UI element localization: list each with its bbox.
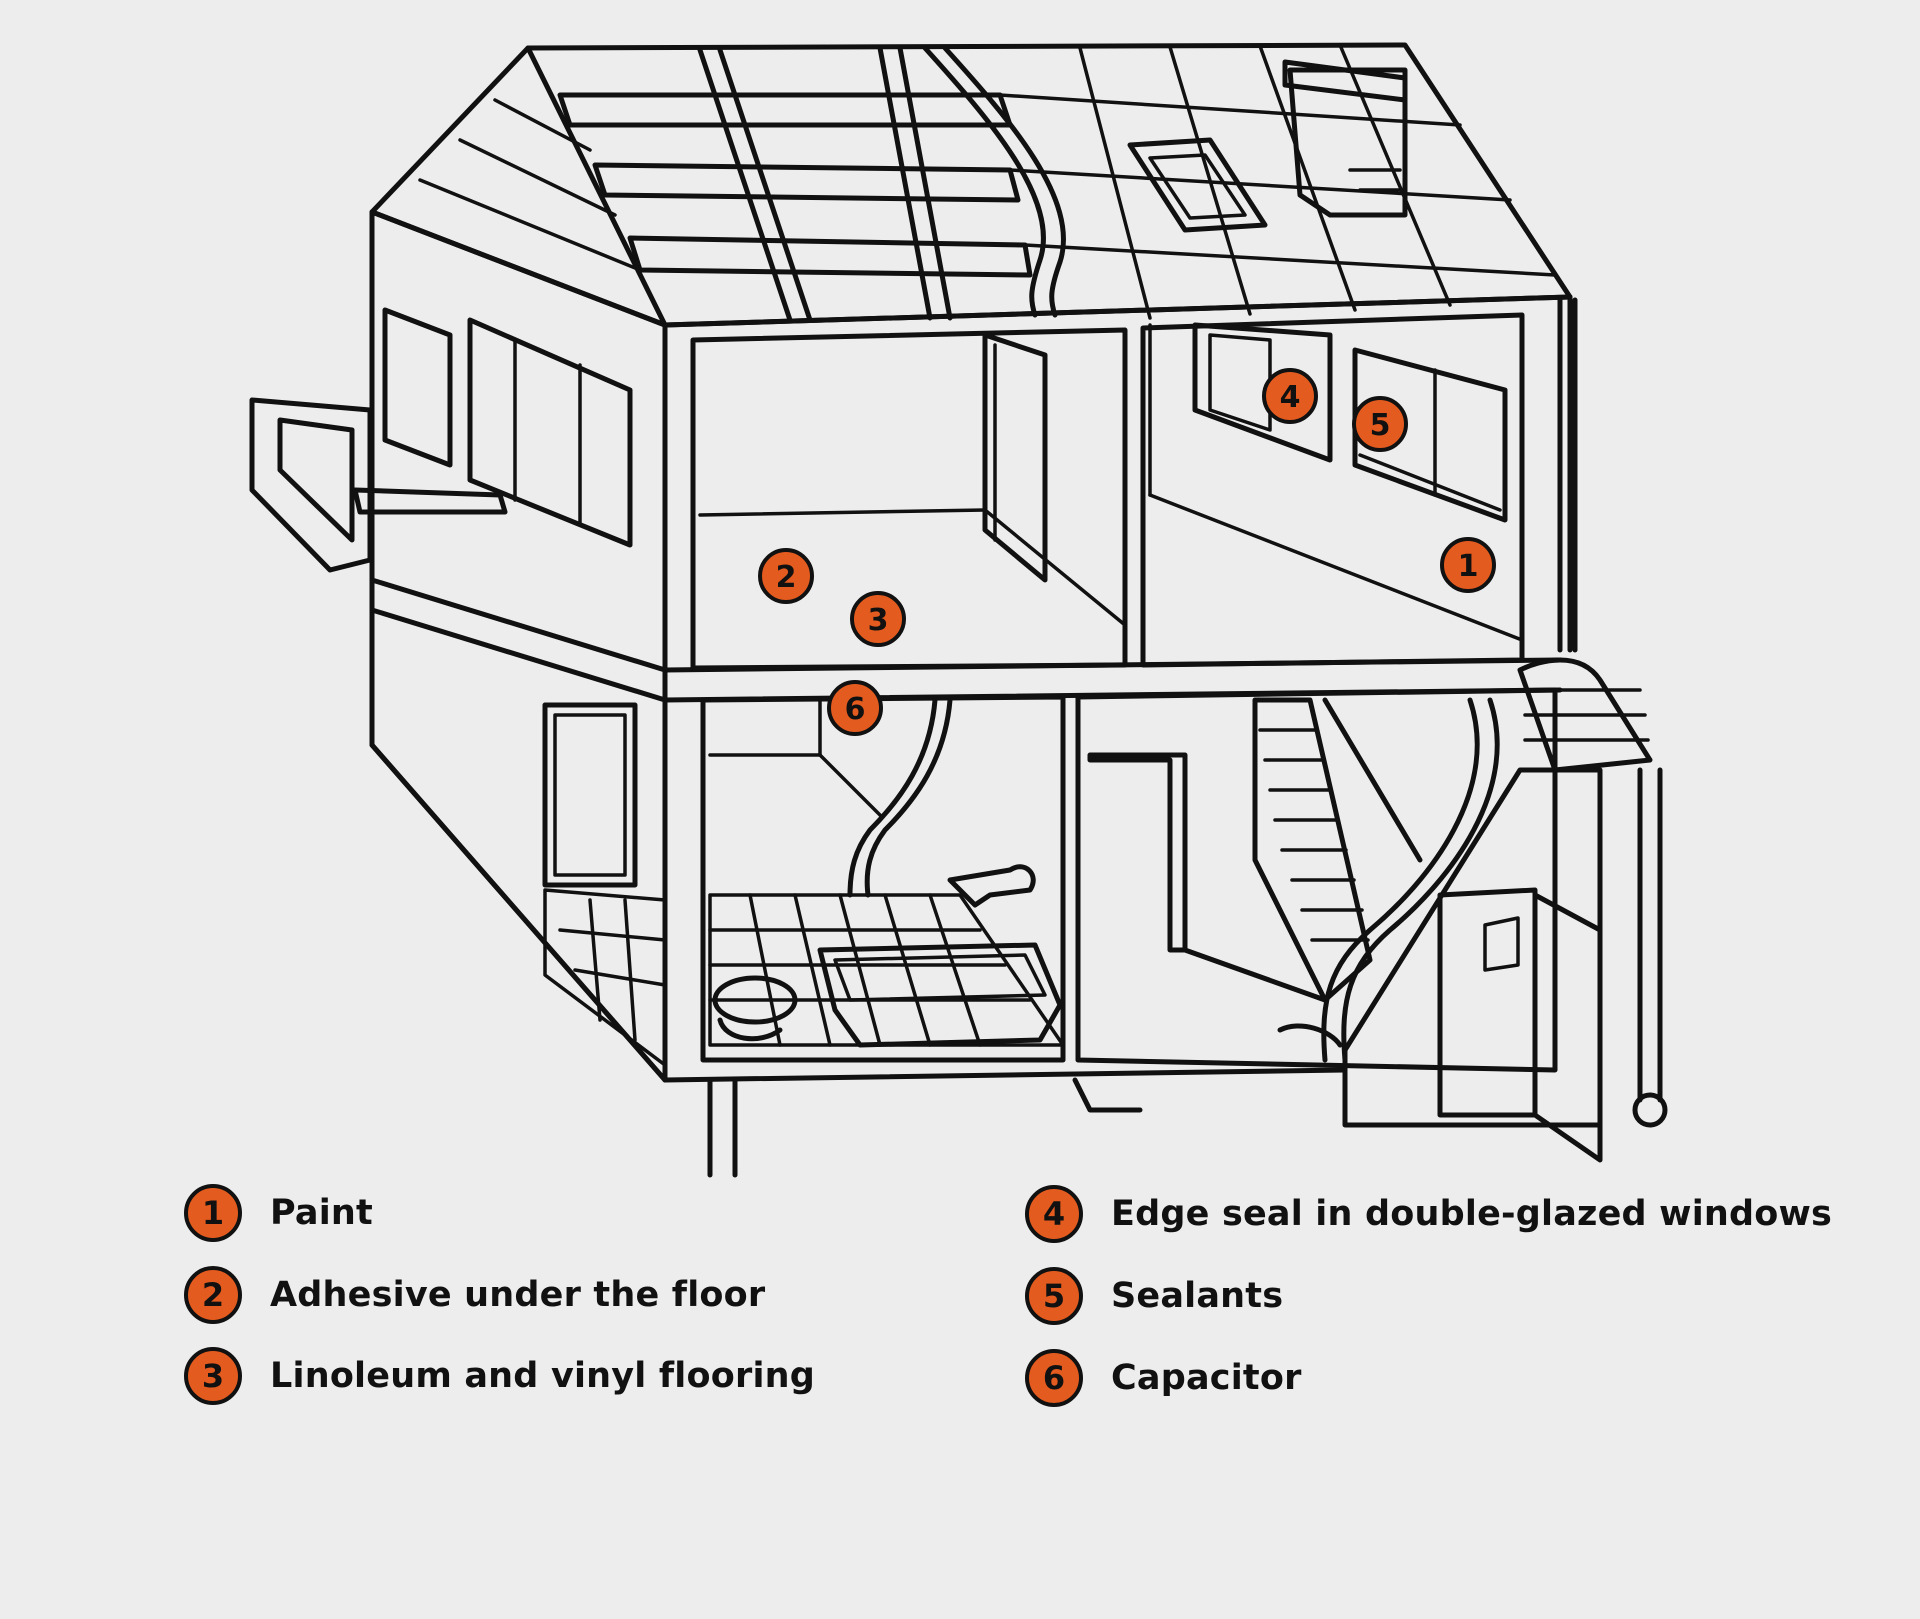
legend-badge-5: 5 — [1025, 1267, 1083, 1325]
legend-label-5: Sealants — [1111, 1276, 1284, 1316]
legend-badge-6: 6 — [1025, 1349, 1083, 1407]
diagram-marker-3: 3 — [850, 591, 906, 647]
svg-text:1: 1 — [1458, 549, 1479, 584]
legend-label-1: Paint — [270, 1193, 373, 1233]
legend-item-4: 4 Edge seal in double-glazed windows — [1025, 1182, 1832, 1246]
svg-text:5: 5 — [1370, 408, 1391, 443]
diagram-marker-2: 2 — [758, 548, 814, 604]
diagram-marker-5: 5 — [1352, 396, 1408, 452]
bathroom — [700, 694, 1066, 1063]
legend-item-5: 5 Sealants — [1025, 1264, 1283, 1328]
roof — [369, 42, 1573, 328]
legend-item-6: 6 Capacitor — [1025, 1346, 1302, 1410]
svg-text:2: 2 — [776, 560, 797, 595]
legend-label-3: Linoleum and vinyl flooring — [270, 1356, 816, 1396]
diagram-marker-4: 4 — [1262, 368, 1318, 424]
legend-label-2: Adhesive under the floor — [270, 1275, 766, 1315]
svg-text:3: 3 — [868, 603, 889, 638]
stairwell — [1075, 687, 1558, 1073]
upper-right-room — [1140, 312, 1525, 668]
legend-item-3: 3 Linoleum and vinyl flooring — [184, 1344, 815, 1408]
svg-text:6: 6 — [845, 692, 866, 727]
diagram-marker-6: 6 — [827, 680, 883, 736]
legend-item-2: 2 Adhesive under the floor — [184, 1263, 765, 1327]
svg-text:4: 4 — [1280, 380, 1301, 415]
extension — [707, 297, 1668, 1178]
legend-badge-3: 3 — [184, 1347, 242, 1405]
diagram-marker-1: 1 — [1440, 537, 1496, 593]
legend-badge-4: 4 — [1025, 1185, 1083, 1243]
legend-label-4: Edge seal in double-glazed windows — [1111, 1194, 1833, 1234]
upper-left-room — [690, 327, 1128, 671]
legend-item-1: 1 Paint — [184, 1181, 373, 1245]
legend-label-6: Capacitor — [1111, 1358, 1302, 1398]
legend-badge-1: 1 — [184, 1184, 242, 1242]
legend-badge-2: 2 — [184, 1266, 242, 1324]
